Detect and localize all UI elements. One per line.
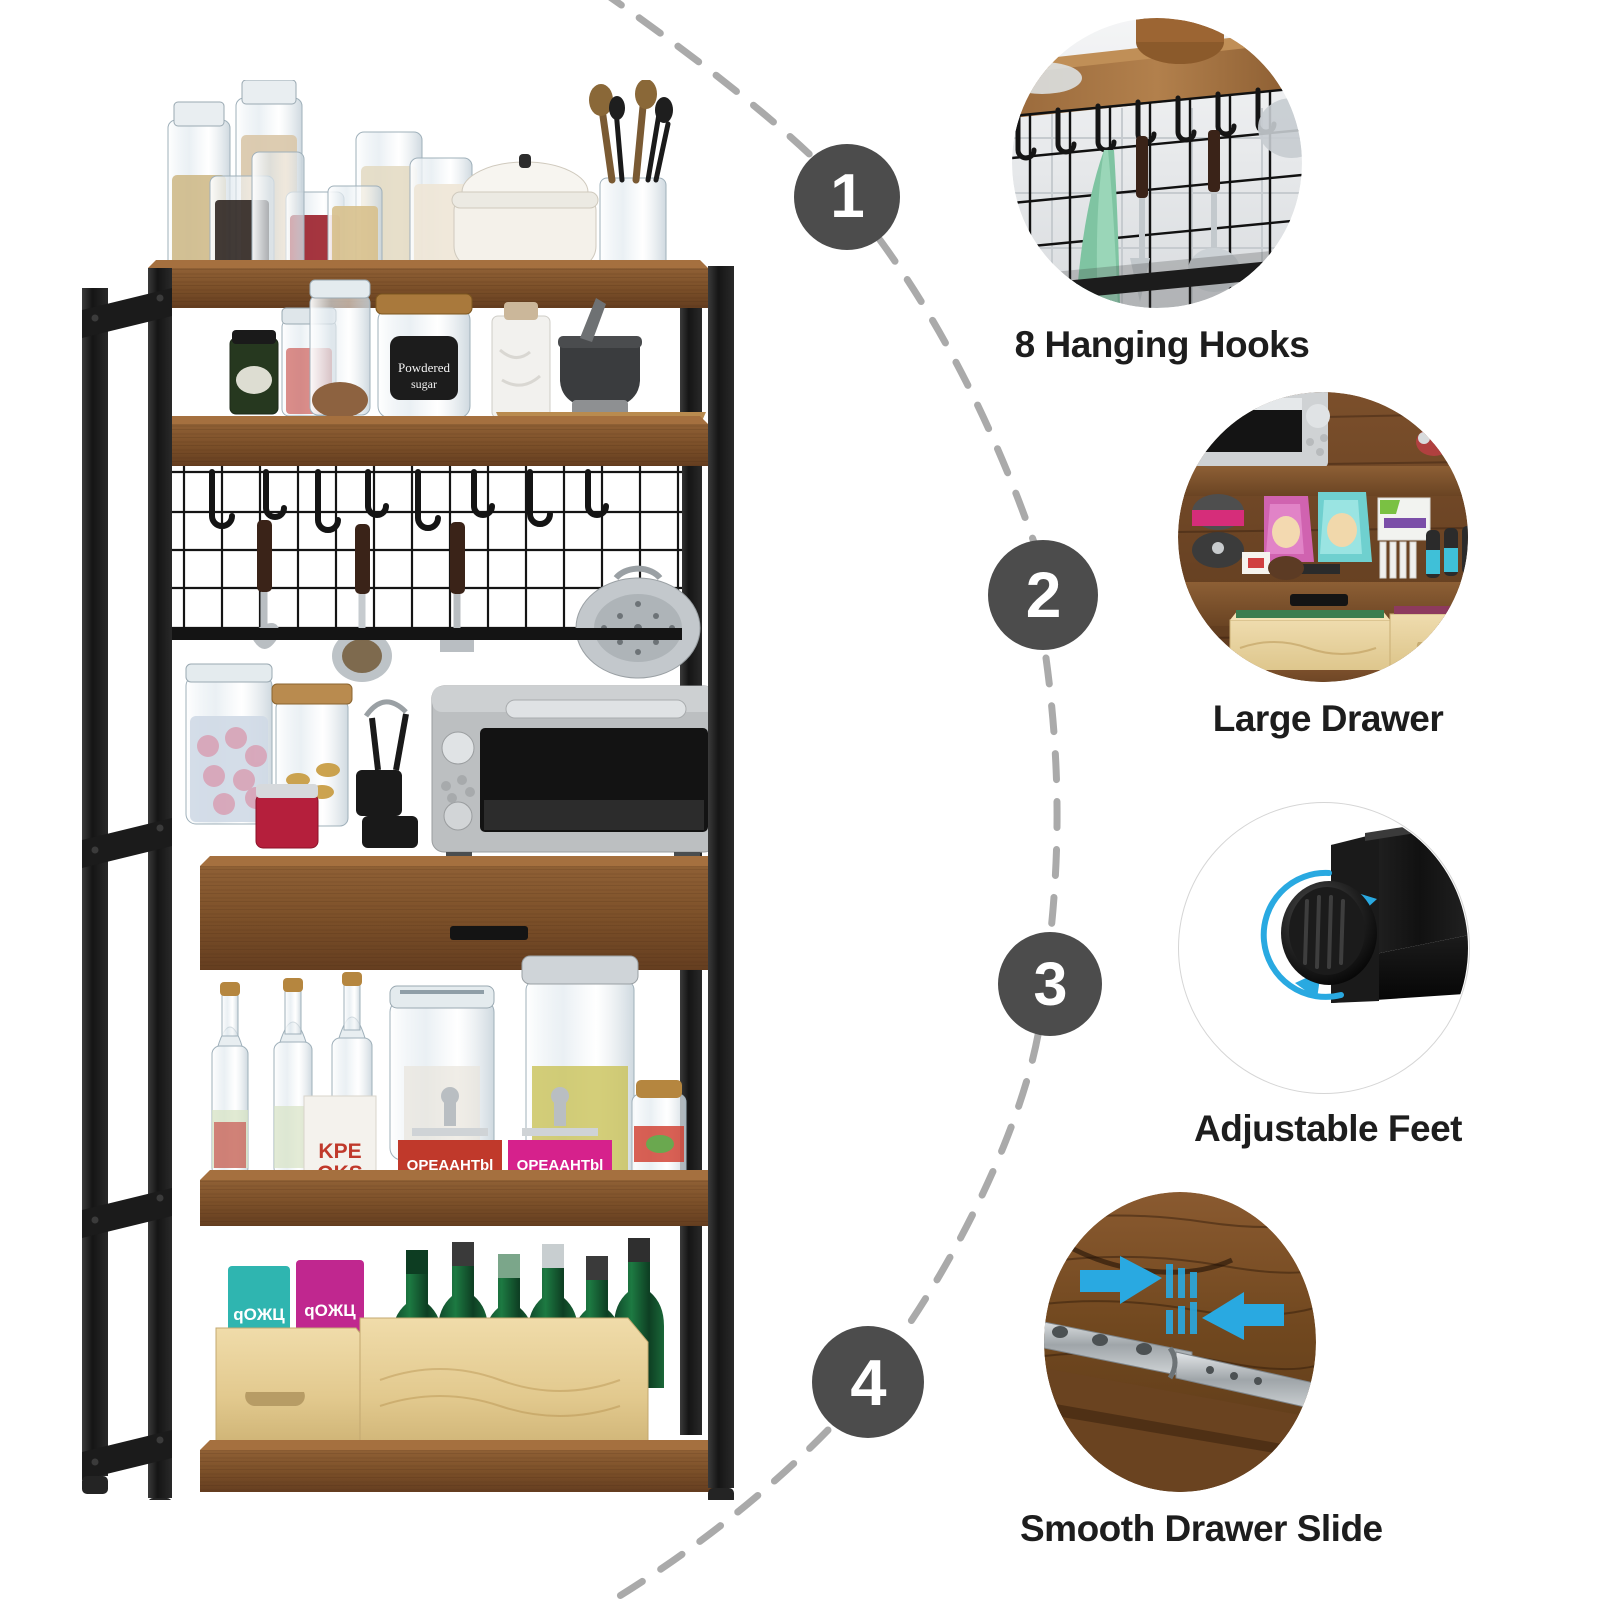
measuring-cups — [356, 699, 418, 848]
slide-direction-arrows — [1080, 1256, 1284, 1340]
feature-2-large-drawer: Large Drawer — [1178, 392, 1478, 752]
bottom-shelf-items: qOЖЦ qOЖЦ — [215, 1238, 664, 1451]
feature-4-thumbnail — [1044, 1192, 1316, 1492]
feature-badge-3: 3 — [998, 932, 1102, 1036]
frame-uprights — [82, 266, 734, 1514]
feature-3-caption: Adjustable Feet — [1194, 1108, 1463, 1149]
feature-badge-3-number: 3 — [1033, 949, 1068, 1018]
feature-2-caption: Large Drawer — [1212, 698, 1444, 739]
feature-3-adjustable-feet: Adjustable Feet — [1178, 802, 1478, 1162]
drawer-slide-scene — [1044, 1192, 1316, 1492]
drawer-handle — [450, 926, 528, 940]
feature-4-drawer-slide: Smooth Drawer Slide — [1020, 1192, 1383, 1572]
top-shelf-items — [167, 79, 673, 271]
bottle-shelf-items: KPE OKS OPEAAHTbl — [211, 955, 687, 1197]
svg-text:OPEAAHTbl: OPEAAHTbl — [517, 1157, 604, 1174]
feature-4-caption: Smooth Drawer Slide — [1020, 1508, 1383, 1549]
hooks-closeup-scene — [1012, 18, 1302, 308]
feature-3-thumbnail — [1178, 802, 1470, 1094]
feature-1-thumbnail — [1012, 18, 1302, 308]
shelf-board-bottles — [200, 1170, 728, 1226]
svg-text:OPEAAHTbl: OPEAAHTbl — [407, 1157, 494, 1174]
feature-badge-4-number: 4 — [850, 1345, 886, 1419]
feature-badge-4: 4 — [812, 1326, 924, 1438]
svg-text:qOЖЦ: qOЖЦ — [304, 1301, 356, 1320]
feature-2-thumbnail — [1178, 392, 1468, 682]
drawer-closeup-scene — [1178, 392, 1468, 682]
s-hooks — [209, 469, 609, 533]
microwave-oven — [431, 685, 717, 866]
svg-text:qOЖЦ: qOЖЦ — [233, 1305, 285, 1324]
adjustable-foot-scene — [1180, 804, 1468, 1092]
feature-badge-2: 2 — [988, 540, 1098, 650]
svg-text:KPE: KPE — [318, 1140, 361, 1163]
feature-1-hanging-hooks: 8 Hanging Hooks — [1012, 18, 1312, 378]
shelf-board-second — [148, 416, 708, 466]
wire-mesh-panel — [172, 466, 701, 682]
drawer-unit — [200, 856, 728, 970]
feature-badge-2-number: 2 — [1025, 559, 1062, 631]
bakers-rack-illustration: Powdered sugar — [82, 79, 734, 1514]
svg-text:sugar: sugar — [411, 377, 437, 391]
microwave-shelf-items — [185, 663, 717, 866]
svg-text:Powdered: Powdered — [398, 360, 450, 375]
shelf-board-top — [148, 260, 708, 308]
shelf-board-bottom — [200, 1440, 728, 1492]
feature-badge-1-number: 1 — [830, 162, 864, 231]
feature-1-caption: 8 Hanging Hooks — [1014, 324, 1310, 365]
product-hero-image: Powdered sugar — [60, 79, 780, 1514]
feature-badge-1: 1 — [794, 144, 900, 250]
